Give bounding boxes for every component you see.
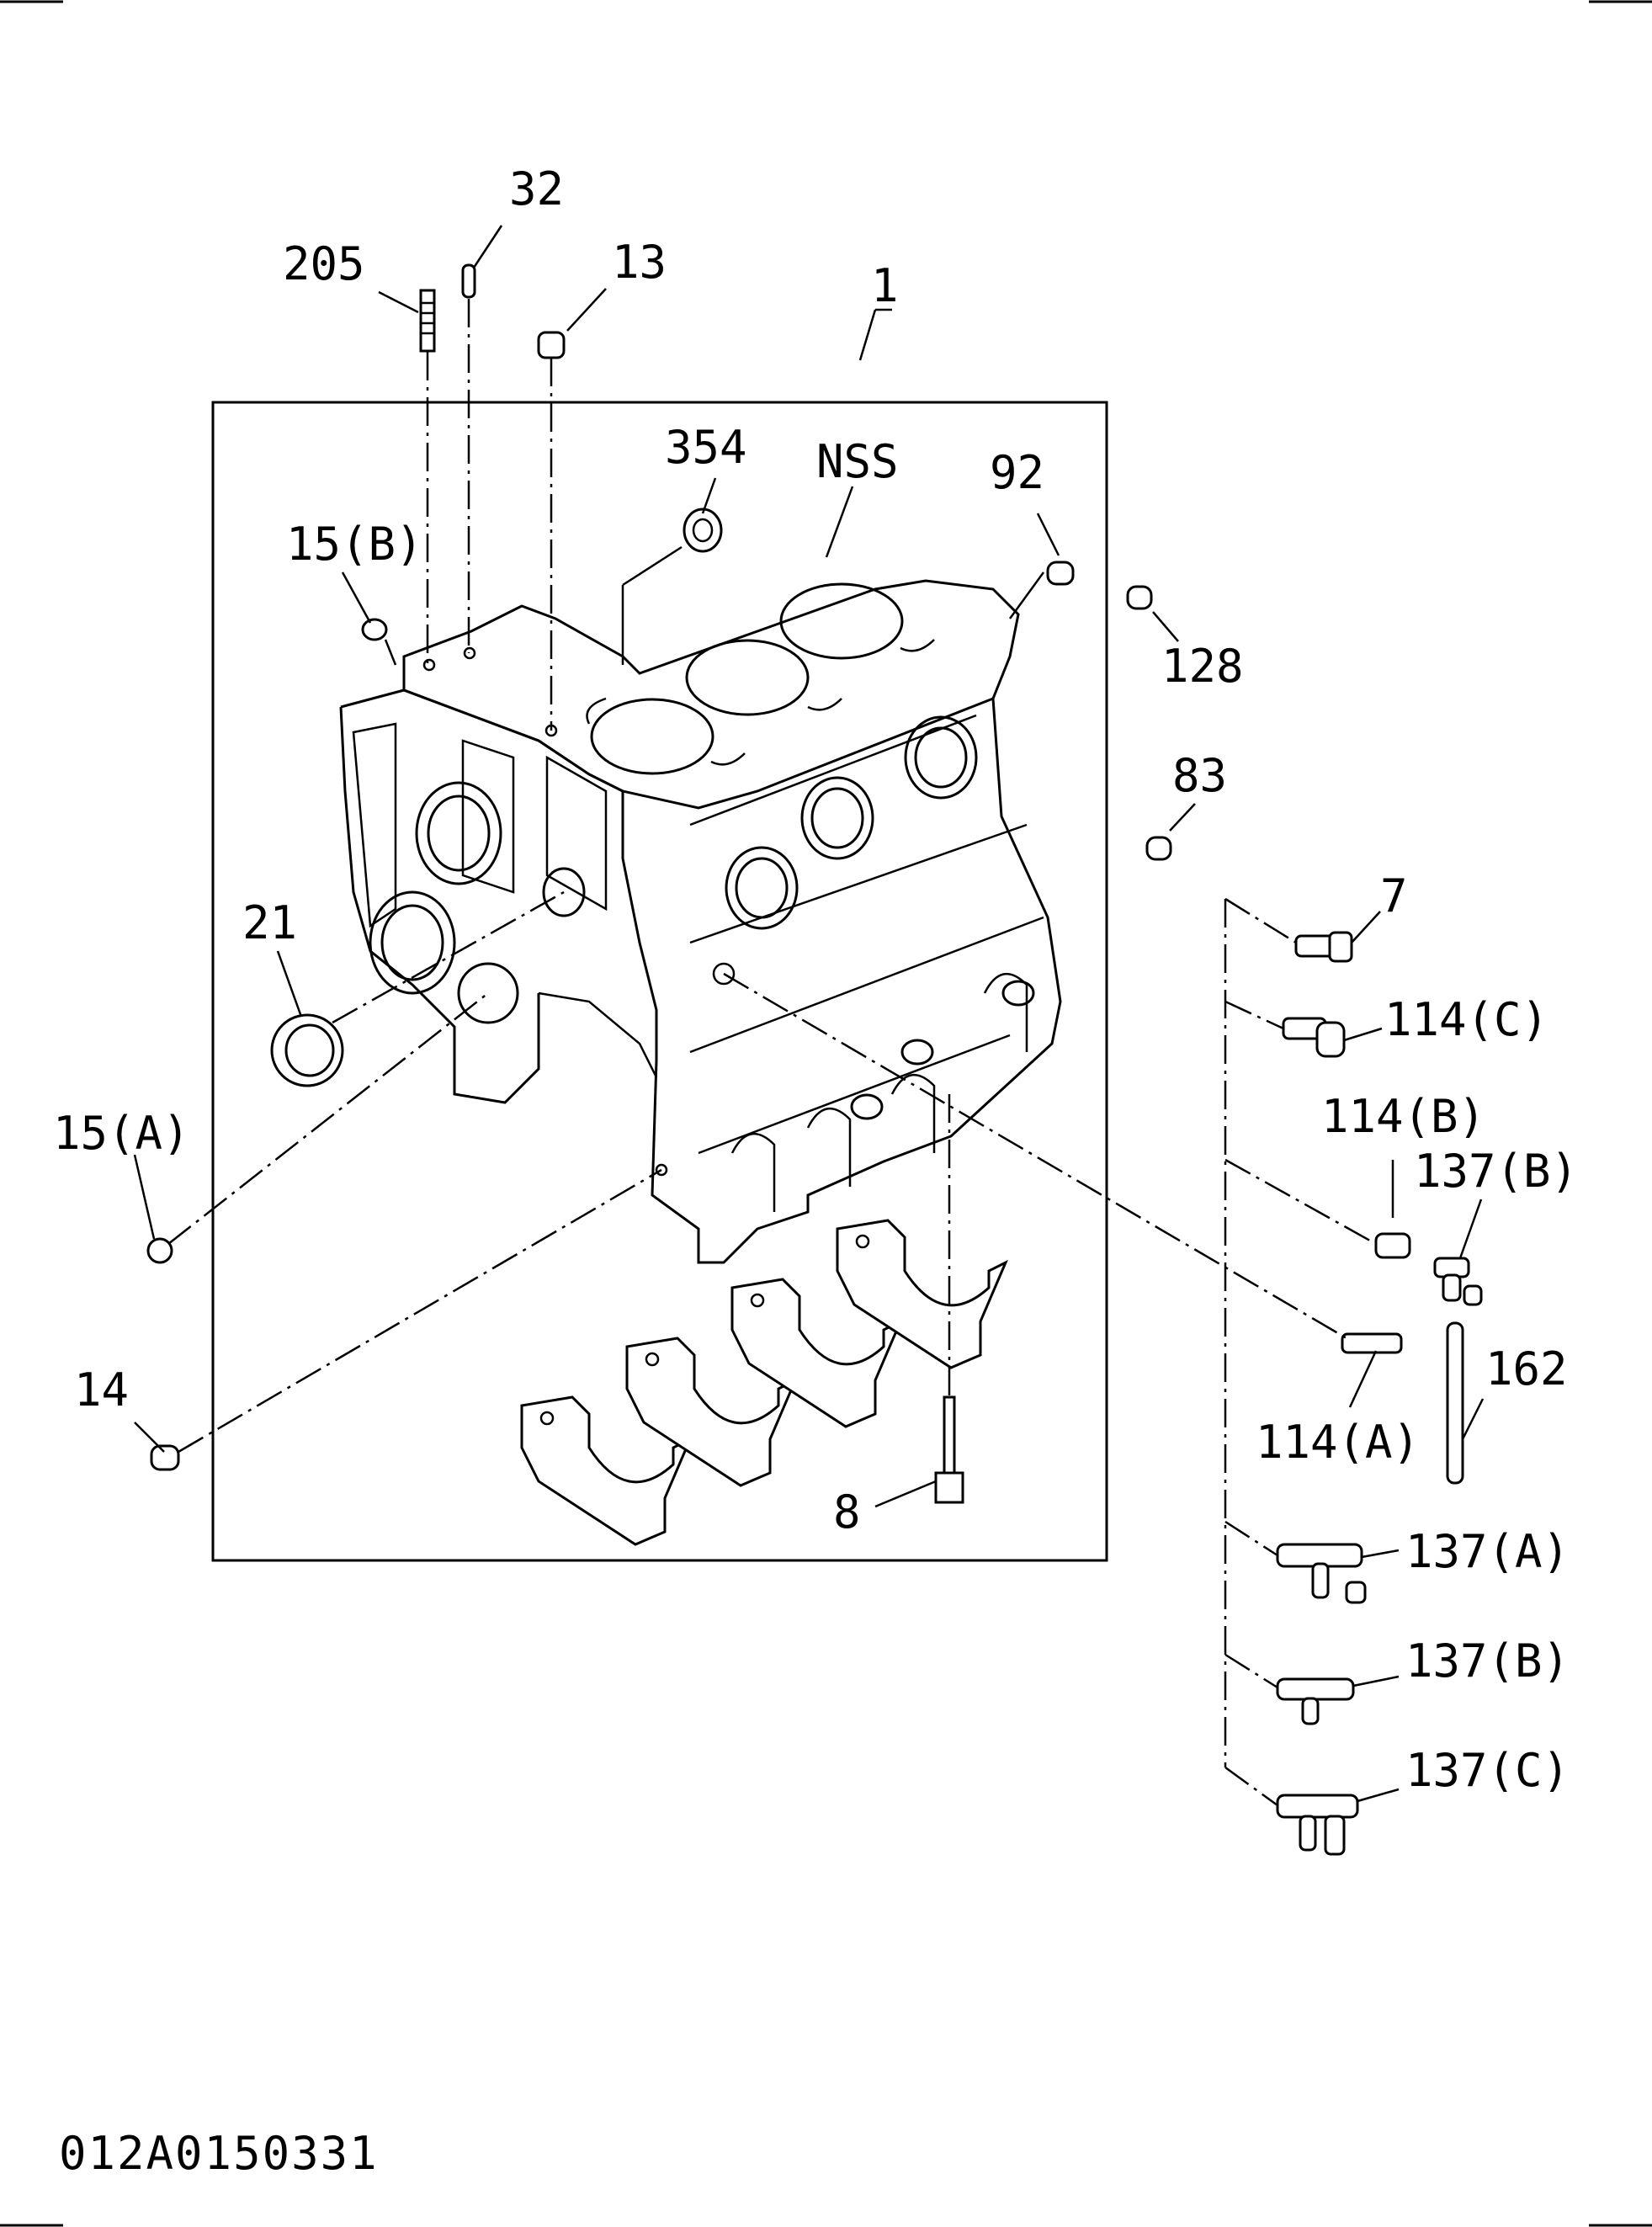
callout-205: 205 bbox=[283, 237, 365, 290]
callout-nss: NSS bbox=[816, 435, 899, 488]
callout-13: 13 bbox=[612, 236, 667, 289]
leader-lines bbox=[133, 225, 1485, 1803]
callout-7: 7 bbox=[1380, 869, 1408, 922]
alignment-lines bbox=[167, 299, 1377, 1807]
callout-137b-lower: 137(B) bbox=[1405, 1634, 1570, 1688]
callout-15b: 15(B) bbox=[286, 518, 423, 571]
callout-1: 1 bbox=[871, 259, 899, 312]
callout-92: 92 bbox=[990, 446, 1044, 499]
callout-162: 162 bbox=[1485, 1342, 1568, 1395]
cylinder-block-frame bbox=[211, 401, 1108, 1562]
callout-8: 8 bbox=[833, 1486, 861, 1539]
bolt-8 bbox=[934, 1395, 964, 1504]
diagram-code: 012A0150331 bbox=[59, 2127, 379, 2180]
callout-137a: 137(A) bbox=[1405, 1525, 1570, 1578]
cylinder-block-drawing bbox=[339, 579, 1062, 1264]
callout-354: 354 bbox=[665, 421, 747, 474]
small-parts bbox=[146, 263, 1172, 1471]
callout-21: 21 bbox=[242, 896, 297, 949]
callout-114b: 114(B) bbox=[1321, 1090, 1485, 1143]
fittings bbox=[1276, 931, 1483, 1856]
callout-137c: 137(C) bbox=[1405, 1744, 1570, 1797]
callout-114a: 114(A) bbox=[1256, 1416, 1420, 1469]
callout-32: 32 bbox=[509, 162, 564, 215]
bearing-caps bbox=[520, 1219, 1008, 1546]
callout-14: 14 bbox=[74, 1363, 129, 1416]
callout-114c: 114(C) bbox=[1384, 993, 1548, 1046]
callout-128: 128 bbox=[1161, 640, 1244, 693]
callout-83: 83 bbox=[1172, 749, 1227, 802]
callout-137b-upper: 137(B) bbox=[1414, 1145, 1578, 1198]
callout-15a: 15(A) bbox=[53, 1107, 190, 1160]
callout-labels: 1 205 32 13 354 NSS 92 15(B) 128 83 7 11… bbox=[53, 162, 1578, 1797]
